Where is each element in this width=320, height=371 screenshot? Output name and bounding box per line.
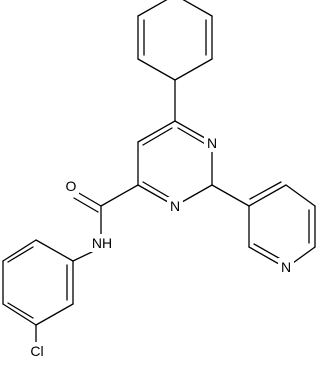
bond — [285, 184, 316, 207]
pyridine-n-atom: N — [278, 258, 294, 276]
pyrimidine-n1-atom: N — [204, 134, 220, 152]
atom-label: N — [207, 135, 217, 151]
bond — [2, 303, 37, 326]
bond — [35, 239, 74, 262]
atom-label: NH — [92, 235, 112, 251]
bond — [249, 181, 282, 200]
bond — [177, 127, 208, 146]
pyrimidine-n3-atom: N — [167, 197, 183, 215]
chlorine-atom: Cl — [26, 342, 48, 360]
bond — [7, 246, 34, 263]
bond — [248, 184, 287, 207]
atom-label: N — [281, 259, 291, 275]
bond — [137, 58, 176, 81]
bond — [7, 302, 34, 319]
bond — [76, 191, 102, 207]
bonds — [2, 0, 316, 343]
bond — [137, 0, 168, 17]
bond — [211, 184, 250, 207]
atom-label: Cl — [30, 343, 43, 359]
bond — [182, 0, 213, 17]
atom-label: O — [66, 178, 77, 194]
bond — [100, 184, 139, 207]
bond — [142, 181, 173, 200]
oxygen-atom: O — [63, 177, 79, 195]
bond — [73, 197, 99, 213]
amide-nh-atom: NH — [89, 234, 115, 252]
bond — [174, 58, 213, 81]
bond — [2, 239, 37, 262]
bond — [137, 120, 176, 143]
atom-labels: O N N NH N Cl — [26, 134, 294, 360]
bond — [35, 303, 74, 326]
bond — [142, 127, 173, 146]
atom-label: N — [170, 198, 180, 214]
